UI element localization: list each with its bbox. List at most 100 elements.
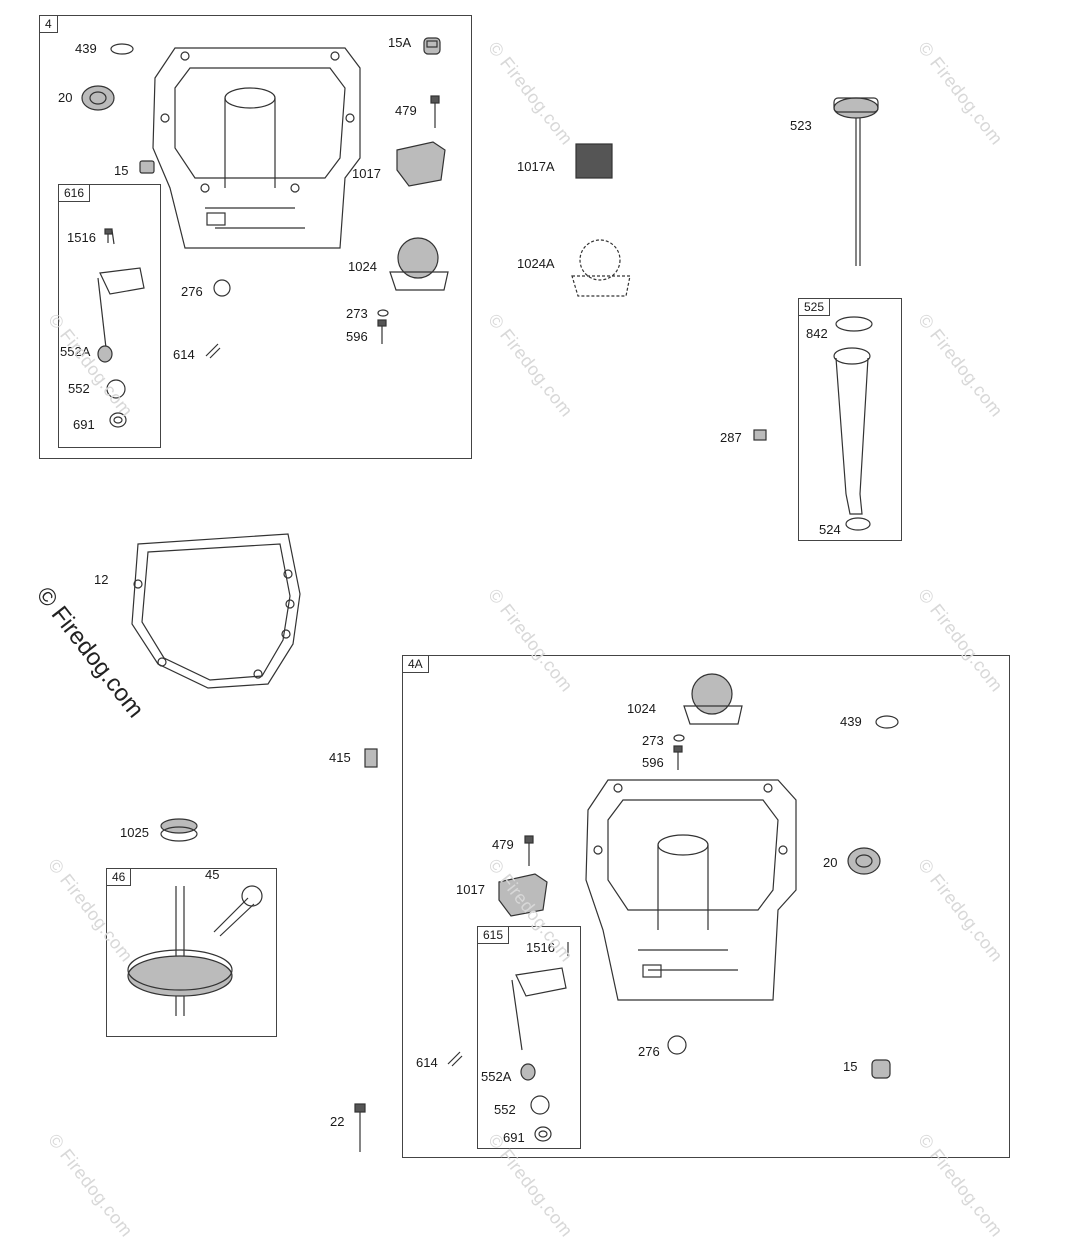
washer-276-drawing bbox=[213, 279, 231, 297]
label-691-4a: 691 bbox=[503, 1130, 525, 1145]
label-842: 842 bbox=[806, 326, 828, 341]
label-1024-4a: 1024 bbox=[627, 701, 656, 716]
screw-596-drawing bbox=[377, 319, 387, 344]
bushing-552b-drawing bbox=[530, 1095, 550, 1115]
oil-pump-1024b-drawing bbox=[683, 673, 743, 725]
label-15-4a: 15 bbox=[843, 1059, 858, 1074]
seal-1025-drawing bbox=[160, 818, 198, 842]
label-22: 22 bbox=[330, 1114, 345, 1129]
label-1017: 1017 bbox=[352, 166, 381, 181]
label-614-4a: 614 bbox=[416, 1055, 438, 1070]
label-1516: 1516 bbox=[67, 230, 96, 245]
clip-287-drawing bbox=[753, 429, 767, 441]
label-45: 45 bbox=[205, 867, 220, 882]
label-596-4a: 596 bbox=[642, 755, 664, 770]
dipstick-523-drawing bbox=[833, 97, 879, 266]
label-614: 614 bbox=[173, 347, 195, 362]
label-276: 276 bbox=[181, 284, 203, 299]
label-12: 12 bbox=[94, 572, 109, 587]
bolt-479b-drawing bbox=[524, 835, 534, 866]
label-415: 415 bbox=[329, 750, 351, 765]
plug-439-drawing bbox=[110, 43, 134, 55]
washer-276b-drawing bbox=[667, 1035, 687, 1055]
label-1516-4a: 1516 bbox=[526, 940, 555, 955]
oil-pump-1024a-drawing bbox=[571, 239, 631, 297]
cover-1017-drawing bbox=[396, 141, 446, 187]
screw-596b-drawing bbox=[673, 745, 683, 770]
assembly-box-4-tag: 4 bbox=[40, 16, 58, 33]
label-552-4a: 552 bbox=[494, 1102, 516, 1117]
label-552a: 552A bbox=[60, 344, 91, 359]
assembly-box-4a: 4A bbox=[402, 655, 1010, 1158]
label-273: 273 bbox=[346, 306, 368, 321]
pin-614-drawing bbox=[205, 343, 221, 359]
label-287: 287 bbox=[720, 430, 742, 445]
bushing-552-drawing bbox=[106, 379, 126, 399]
filter-1017a-drawing bbox=[575, 143, 613, 179]
assembly-box-4: 4 bbox=[39, 15, 472, 459]
label-15a: 15A bbox=[388, 35, 412, 50]
watermark: © Firedog.com bbox=[914, 310, 1007, 421]
fitting-15-drawing bbox=[139, 160, 155, 174]
watermark: © Firedog.com bbox=[484, 310, 577, 421]
dipstick-tube-drawing bbox=[833, 316, 873, 531]
label-439: 439 bbox=[75, 41, 97, 56]
watermark: © Firedog.com bbox=[914, 38, 1007, 149]
bushing-552ab-drawing bbox=[520, 1063, 536, 1081]
gasket-12-drawing bbox=[131, 533, 301, 689]
seal-691b-drawing bbox=[534, 1126, 552, 1142]
assembly-box-525-tag: 525 bbox=[799, 299, 831, 316]
crankcase-4a-drawing bbox=[585, 779, 797, 1001]
parts-diagram: 4 616 525 4A 46 615 bbox=[31, 15, 1010, 1241]
label-552a-4a: 552A bbox=[481, 1069, 512, 1084]
label-273-4a: 273 bbox=[642, 733, 664, 748]
label-691: 691 bbox=[73, 417, 95, 432]
screw-1516-drawing bbox=[104, 228, 113, 243]
governor-shaft-b-drawing bbox=[511, 942, 569, 1051]
washer-273-drawing bbox=[377, 309, 389, 317]
assembly-box-525: 525 bbox=[798, 298, 902, 541]
crankcase-drawing bbox=[152, 47, 361, 249]
fitting-15b-drawing bbox=[871, 1059, 891, 1079]
cover-1017b-drawing bbox=[498, 873, 548, 917]
label-276-4a: 276 bbox=[638, 1044, 660, 1059]
label-1017a: 1017A bbox=[517, 159, 555, 174]
label-15: 15 bbox=[114, 163, 129, 178]
bolt-22-drawing bbox=[354, 1103, 366, 1152]
label-1025: 1025 bbox=[120, 825, 149, 840]
label-552: 552 bbox=[68, 381, 90, 396]
pin-614b-drawing bbox=[447, 1051, 463, 1067]
plug-439b-drawing bbox=[875, 715, 899, 729]
assembly-box-4a-tag: 4A bbox=[403, 656, 429, 673]
bolt-479-drawing bbox=[430, 95, 440, 128]
label-1024a: 1024A bbox=[517, 256, 555, 271]
watermark: © Firedog.com bbox=[484, 38, 577, 149]
governor-shaft-drawing bbox=[97, 229, 145, 349]
label-1017-4a: 1017 bbox=[456, 882, 485, 897]
label-596: 596 bbox=[346, 329, 368, 344]
label-1024: 1024 bbox=[348, 259, 377, 274]
oil-seal-20b-drawing bbox=[847, 847, 881, 875]
bushing-552a-drawing bbox=[97, 345, 113, 363]
label-20: 20 bbox=[58, 90, 73, 105]
assembly-box-616: 616 bbox=[58, 184, 161, 448]
plug-415-drawing bbox=[364, 748, 378, 768]
label-479-4a: 479 bbox=[492, 837, 514, 852]
watermark: © Firedog.com bbox=[44, 1130, 137, 1241]
label-523: 523 bbox=[790, 118, 812, 133]
label-524: 524 bbox=[819, 522, 841, 537]
label-439-4a: 439 bbox=[840, 714, 862, 729]
assembly-box-46-tag: 46 bbox=[107, 869, 132, 886]
plug-15a-drawing bbox=[423, 37, 441, 55]
oil-pump-1024-drawing bbox=[389, 237, 449, 291]
lifter-45-drawing bbox=[213, 885, 263, 937]
label-20-4a: 20 bbox=[823, 855, 838, 870]
seal-691-drawing bbox=[109, 412, 127, 428]
label-479: 479 bbox=[395, 103, 417, 118]
oil-seal-20-drawing bbox=[81, 85, 115, 111]
camshaft-drawing bbox=[127, 886, 233, 1016]
assembly-box-616-tag: 616 bbox=[59, 185, 91, 202]
assembly-box-615: 615 bbox=[477, 926, 581, 1149]
assembly-box-615-tag: 615 bbox=[478, 927, 510, 944]
washer-273b-drawing bbox=[673, 734, 685, 742]
